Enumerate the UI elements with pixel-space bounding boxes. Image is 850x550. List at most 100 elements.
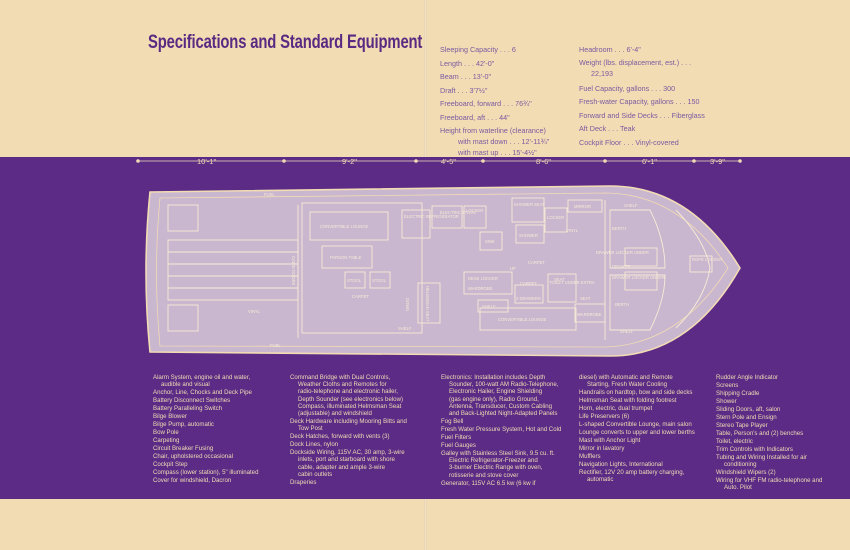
- desk-locker: [463, 271, 513, 295]
- plan-label: BERTH: [615, 302, 629, 307]
- equipment-item: Dock Lines, nylon: [290, 441, 425, 448]
- equipment-item: Compass (lower station), 5" illuminated: [153, 469, 283, 476]
- helm-seat: [417, 282, 441, 324]
- equipment-item: Mast with Anchor Light: [579, 437, 706, 444]
- plan-label: STOOL: [372, 278, 387, 283]
- equipment-item: Bilge Pump, automatic: [153, 421, 283, 428]
- equipment-item: Life Preservers (6): [579, 413, 706, 420]
- spec-line: with mast down . . . 12'-11¾": [458, 136, 550, 146]
- equipment-item: Helmsman Seat with folding footrest: [579, 397, 706, 404]
- equipment-item-line: Deck Hatches, forward with vents (3): [290, 433, 390, 441]
- equipment-item: Lounge converts to upper and lower berth…: [579, 429, 706, 436]
- stool: [344, 271, 366, 289]
- equipment-item: Stereo Tape Player: [716, 422, 836, 429]
- dimension-tick: [136, 159, 140, 163]
- equipment-item-line: Mufflers: [579, 453, 601, 461]
- forward-bulkhead: [675, 209, 711, 329]
- equipment-item-line: Toilet, electric: [716, 438, 753, 445]
- plan-label: LOCKER: [466, 208, 483, 213]
- equipment-item-line: Battery Paralleling Switch: [153, 405, 223, 413]
- equipment-item: Fog Bell: [441, 418, 576, 425]
- equipment-item-line: Fresh Water Pressure System, Hot and Col…: [441, 426, 562, 434]
- equipment-item-line: Cockpit Step: [153, 461, 188, 469]
- equipment-item-line: Electronics: Installation includes Depth: [441, 374, 546, 381]
- equipment-item: Stern Pole and Ensign: [716, 414, 836, 421]
- spec-line: Headroom . . . 6'-4": [579, 45, 641, 54]
- equipment-item-line: Life Preservers (6): [579, 413, 630, 421]
- mirror: [567, 199, 603, 213]
- shower-seat: [511, 197, 545, 223]
- dimension-label: 8'-6": [536, 157, 551, 166]
- equipment-item-line: L-shaped Convertible Lounge, main salon: [579, 421, 692, 429]
- specs-left: Sleeping Capacity . . . 6 Length . . . 4…: [440, 43, 549, 158]
- plan-label: SHOWER SEAT: [514, 202, 545, 207]
- equipment-item: Shipping Cradle: [716, 390, 836, 397]
- plan-label: SHELF: [398, 326, 412, 331]
- dimension-label: 6'-1": [642, 157, 657, 166]
- equipment-item-line: Chair, upholstered occasional: [153, 453, 233, 461]
- plan-label: DRAWER LOCKER UNDER: [596, 250, 649, 255]
- equipment-item: Deck Hardware including Mooring Bitts an…: [290, 418, 425, 432]
- equipment-item-line: 3-burner Electric Range with oven,: [449, 464, 543, 472]
- spec-line: Freeboard, aft . . . 44": [440, 112, 510, 122]
- equipment-item-line: Rectifier, 12V 20 amp battery charging,: [579, 469, 685, 477]
- equipment-item-line: (adjustable) and windshield: [298, 410, 372, 418]
- plan-label: SHELF: [620, 329, 634, 334]
- equipment-item: Trim Controls with Indicators: [716, 446, 836, 453]
- equipment-item-line: Tow Post: [298, 425, 323, 433]
- equipment-item-line: cabin outlets: [298, 470, 333, 478]
- equipment-item: L-shaped Convertible Lounge, main salon: [579, 421, 706, 428]
- equipment-item: Navigation Lights, International: [579, 461, 706, 468]
- dimension-tick: [692, 159, 696, 163]
- spec-line: Draft . . . 3'7½": [440, 85, 488, 95]
- equipment-item: Windshield Wipers (2): [716, 469, 836, 476]
- equipment-item-line: Anchor, Line, Chocks and Deck Pipe: [153, 389, 252, 397]
- equipment-item-line: rotisserie and stove cover: [449, 471, 519, 479]
- plan-label: SHELF: [624, 203, 638, 208]
- equipment-item-line: automatic: [587, 476, 614, 484]
- equipment-item-line: Handrails on hardtop, bow and side decks: [579, 389, 693, 397]
- equipment-item-line: Generator, 115V AC 6.5 kw (6 kw if: [441, 479, 536, 487]
- plan-label: CARPET: [520, 281, 537, 286]
- dimension-tick: [414, 159, 418, 163]
- equipment-item-line: Sounder, 100-watt AM Radio-Telephone,: [449, 381, 559, 389]
- plan-label: ELECTRIC REFRIGERATOR: [404, 214, 459, 219]
- equipment-item: Electronics: Installation includes Depth…: [441, 374, 576, 417]
- spec-line: Fresh-water Capacity, gallons . . . 150: [579, 97, 700, 107]
- equipment-item-line: Fog Bell: [441, 418, 464, 426]
- plan-label: BERTH: [612, 226, 626, 231]
- plan-label: SINK: [485, 239, 495, 244]
- plan-label: WARDROBE: [577, 312, 602, 317]
- berth: [609, 209, 666, 269]
- equipment-item-line: Starting, Fresh Water Cooling: [587, 381, 668, 389]
- equipment-item: Alarm System, engine oil and water,audib…: [153, 374, 283, 388]
- spec-line: with mast up . . . 15'-4½": [458, 147, 537, 157]
- plan-label: CONVERTIBLE LOUNGE: [320, 224, 369, 229]
- equipment-column-1: Alarm System, engine oil and water,audib…: [153, 374, 283, 485]
- equipment-item: Sliding Doors, aft, salon: [716, 406, 836, 413]
- spec-line: Sleeping Capacity . . . 6: [440, 45, 516, 54]
- equipment-item: Battery Paralleling Switch: [153, 405, 283, 412]
- equipment-item-line: Auto. Pilot: [724, 484, 752, 492]
- drawer-locker: [624, 247, 658, 267]
- drawer-locker: [624, 271, 658, 291]
- equipment-item-line: Mast with Anchor Light: [579, 437, 641, 445]
- spec-line: 22,193: [591, 68, 613, 78]
- equipment-item-line: Command Bridge with Dual Controls,: [290, 374, 391, 381]
- equipment-item-line: Shipping Cradle: [716, 390, 760, 397]
- plan-label: CONVERTIBLE LOUNGE: [498, 317, 547, 322]
- equipment-item-line: Circuit Breaker Fusing: [153, 445, 214, 453]
- equipment-item: Draperies: [290, 479, 425, 486]
- stove: [431, 205, 463, 229]
- deck-edge: [156, 192, 729, 348]
- convertible-lounge-2: [479, 307, 577, 331]
- dimension-label: 10'-1": [197, 157, 217, 166]
- hatch: [167, 304, 199, 332]
- plan-label: CARPET: [352, 294, 369, 299]
- plan-label: SEAT: [554, 277, 565, 282]
- page-title: Specifications and Standard Equipment: [148, 32, 423, 53]
